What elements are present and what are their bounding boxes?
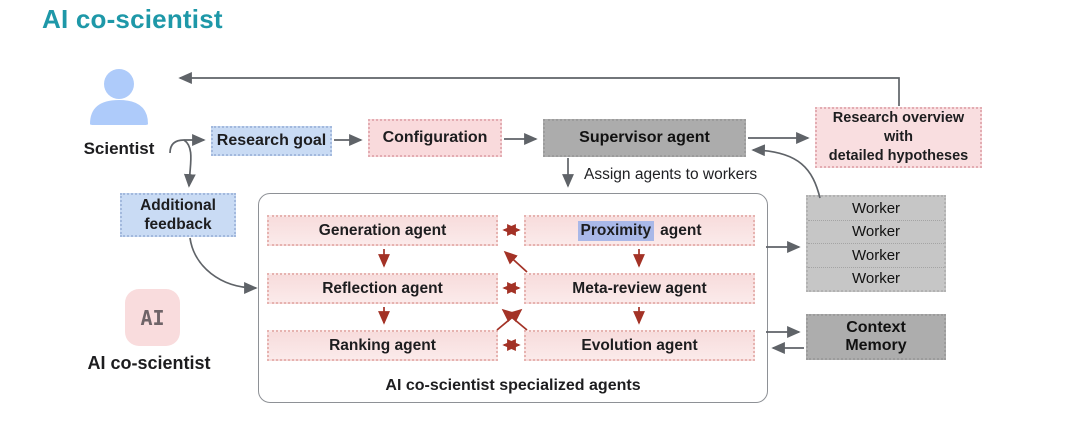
worker-row: Worker — [851, 199, 901, 217]
worker-row: Worker — [808, 266, 944, 291]
scientist-label: Scientist — [83, 139, 155, 158]
research-overview-line: Research overview — [832, 109, 965, 126]
additional-feedback-line: feedback — [144, 216, 212, 233]
research-goal-box: Research goal — [211, 126, 332, 156]
ai-icon: AI — [125, 289, 180, 346]
agents-panel-caption: AI co-scientist specialized agents — [385, 377, 641, 394]
worker-row: Worker — [808, 243, 944, 267]
arrow-overview-to-scientist — [178, 72, 900, 106]
worker-row: Worker — [808, 219, 944, 244]
arrow-workers-to-supervisor — [751, 144, 821, 199]
arrow-scientist-to-research-goal — [169, 134, 206, 154]
proximity-highlighted-text: Proximity — [577, 220, 655, 241]
ai-co-scientist-label: AI co-scientist — [87, 353, 211, 373]
additional-feedback-line: Additional — [140, 196, 216, 214]
page-title: AI co-scientist — [42, 4, 223, 34]
assign-agents-caption: Assign agents to workers — [584, 166, 758, 183]
reflection-agent-box: Reflection agent — [267, 273, 498, 304]
ranking-agent-box: Ranking agent — [267, 330, 498, 361]
research-overview-box: Research overview with detailed hypothes… — [815, 107, 982, 168]
research-overview-line: detailed hypotheses — [828, 148, 969, 165]
person-icon — [90, 69, 148, 125]
configuration-box: Configuration — [368, 119, 502, 157]
supervisor-agent-box: Supervisor agent — [543, 119, 746, 157]
arrow-feedback-to-reflection — [189, 237, 258, 294]
evolution-agent-box: Evolution agent — [524, 330, 755, 361]
proximity-agent-box: Proximity agent — [524, 215, 755, 246]
context-memory-box: Context Memory — [806, 314, 946, 360]
context-memory-line: Memory — [845, 337, 907, 354]
workers-box: Worker Worker Worker Worker — [806, 195, 946, 292]
context-memory-line: Context — [846, 318, 906, 336]
additional-feedback-box: Additional feedback — [120, 193, 236, 237]
research-overview-line: with — [884, 128, 913, 145]
proximity-rest-text: agent — [660, 221, 702, 239]
generation-agent-box: Generation agent — [267, 215, 498, 246]
meta-review-agent-box: Meta-review agent — [524, 273, 755, 304]
arrow-scientist-to-feedback — [183, 139, 196, 188]
